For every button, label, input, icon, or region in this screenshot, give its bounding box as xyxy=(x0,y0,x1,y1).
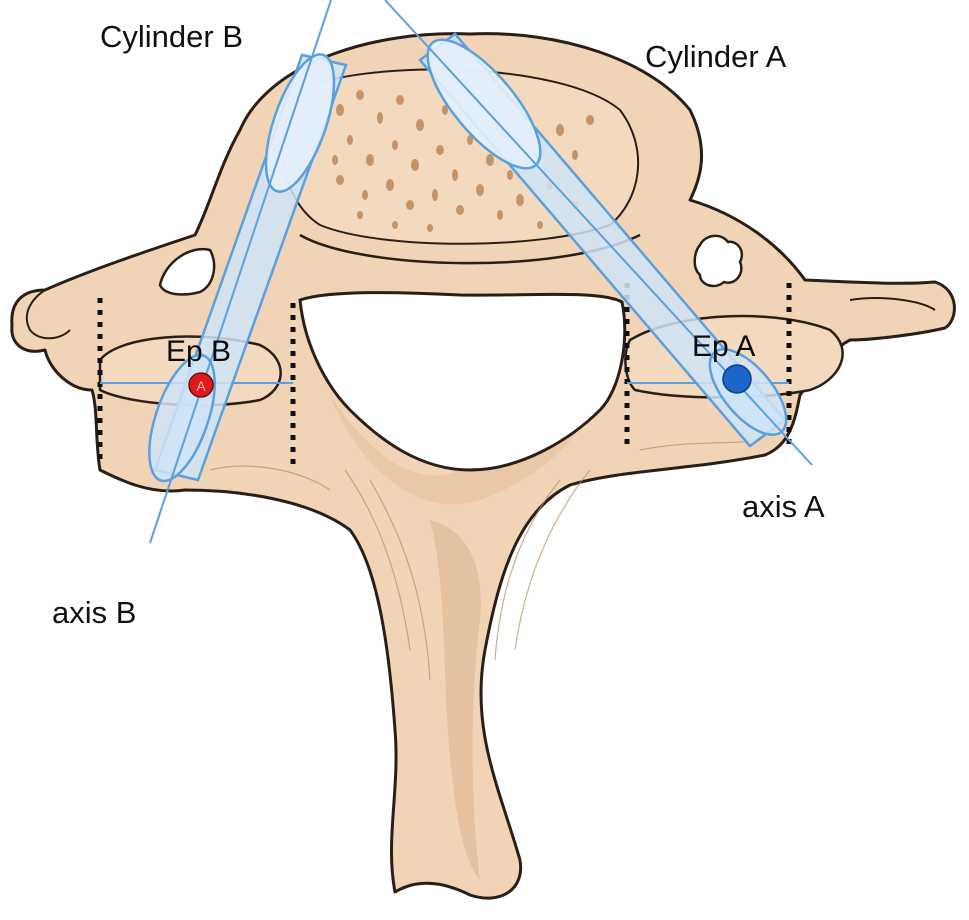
axis-b-line xyxy=(149,0,332,544)
transverse-process-right-tip xyxy=(849,297,936,311)
ep-a-dot xyxy=(722,364,752,394)
transverse-foramen-left xyxy=(158,247,216,296)
lamina-shade xyxy=(330,330,620,505)
cylinder-a-label: Cylinder A xyxy=(645,39,787,74)
axis-b-label: axis B xyxy=(52,595,137,630)
entry-point-a xyxy=(722,364,752,394)
spinal-canal xyxy=(298,291,627,472)
cylinder-b-top-cap xyxy=(264,53,336,193)
ep-b-dot xyxy=(188,372,214,398)
ep-b-label: Ep B xyxy=(166,335,232,368)
bone-striations xyxy=(209,439,761,681)
ep-a-label: Ep A xyxy=(692,330,756,363)
entry-point-b: A xyxy=(188,372,214,398)
ep-b-marker-letter: A xyxy=(196,378,206,394)
transverse-process-left-tip xyxy=(25,289,71,340)
cylinder-b-label: Cylinder B xyxy=(100,19,243,54)
trabecular-pores xyxy=(332,90,594,232)
spinous-shade xyxy=(430,520,481,880)
axis-a-label: axis A xyxy=(742,489,825,524)
transverse-foramen-right xyxy=(693,234,744,288)
